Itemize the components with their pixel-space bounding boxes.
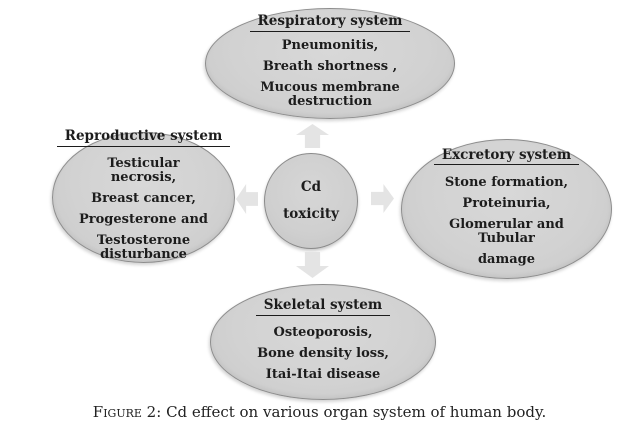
node-item: Testosterone disturbance (96, 233, 191, 263)
node-skeletal-system: Skeletal system Osteoporosis, Bone densi… (210, 284, 436, 400)
node-respiratory-system: Respiratory system Pneumonitis, Breath s… (205, 8, 455, 119)
arrow-right-icon (371, 184, 394, 213)
node-item: Breath shortness , (262, 59, 398, 75)
node-item: Bone density loss, (257, 346, 389, 362)
arrow-up-icon (296, 124, 329, 148)
node-item: Itai-Itai disease (265, 367, 381, 383)
arrow-down-icon (296, 252, 329, 278)
center-node-line: Cd (300, 178, 322, 195)
center-node-line: toxicity (283, 206, 339, 222)
node-item: Glomerular and Tubular (449, 216, 564, 246)
node-item: Pneumonitis, (281, 38, 379, 54)
node-title: Reproductive system (56, 129, 231, 147)
figure-caption-label: Figure 2: (92, 403, 162, 421)
node-title: Excretory system (433, 147, 580, 166)
figure-caption: Figure 2: Cd effect on various organ sys… (0, 403, 639, 421)
node-item: Proteinuria, (462, 195, 551, 211)
node-item: Progesterone and (79, 212, 208, 228)
arrow-left-icon (236, 184, 258, 214)
node-title: Skeletal system (255, 298, 391, 316)
node-item: Mucous membrane destruction (260, 80, 400, 110)
node-reproductive-system: Reproductive system Testicular necrosis,… (52, 129, 235, 263)
figure-caption-text: Cd effect on various organ system of hum… (166, 403, 547, 421)
node-cd-toxicity: Cd toxicity (264, 153, 358, 249)
node-title: Respiratory system (249, 14, 411, 32)
node-item: Stone formation, (444, 174, 569, 190)
node-excretory-system: Excretory system Stone formation, Protei… (401, 139, 612, 279)
node-item: Osteoporosis, (273, 325, 373, 341)
node-item: Testicular necrosis, (107, 156, 180, 186)
node-item: damage (477, 251, 536, 267)
node-item: Breast cancer, (91, 191, 196, 207)
